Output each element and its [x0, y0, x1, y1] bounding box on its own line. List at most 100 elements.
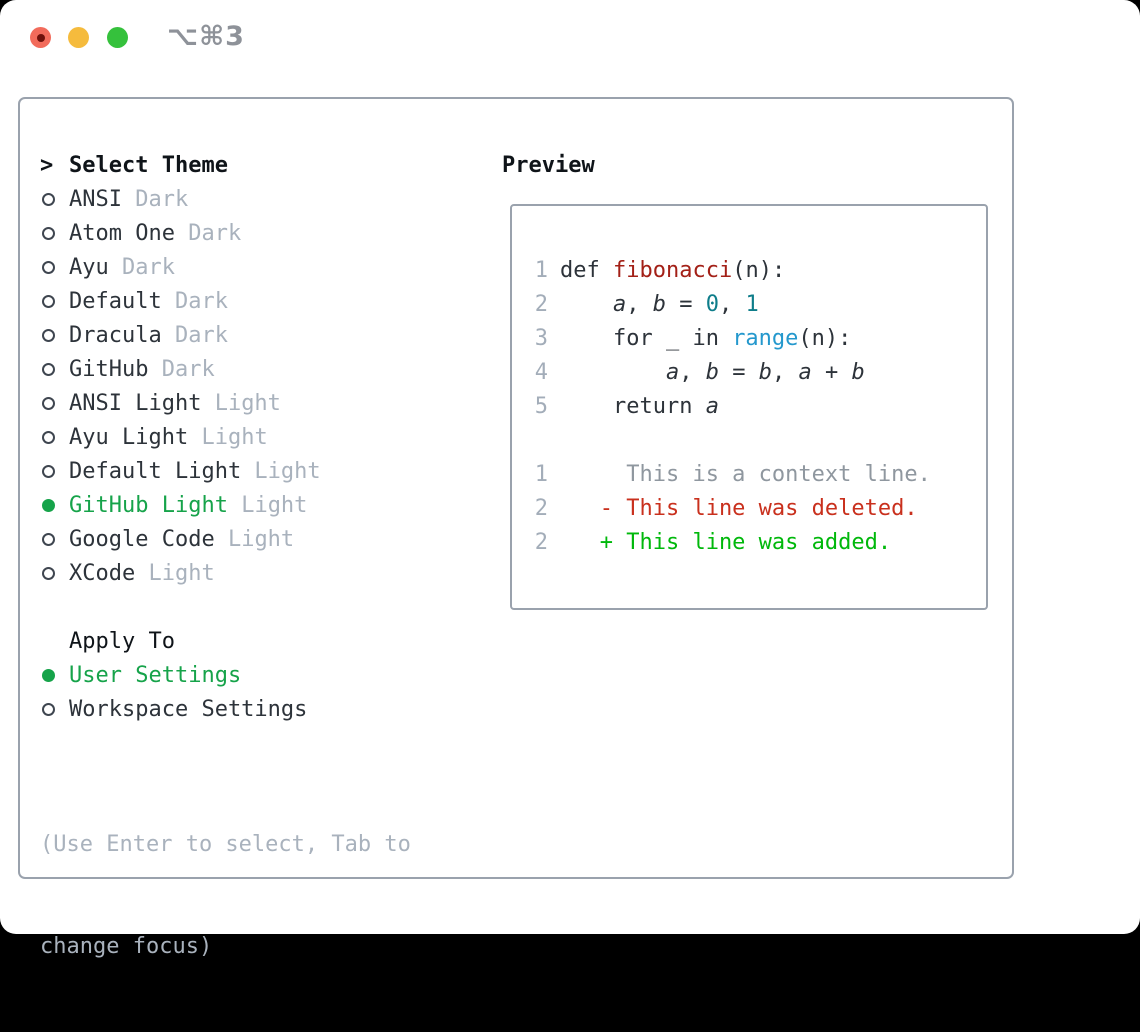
radio-unselected-icon[interactable] — [42, 702, 55, 716]
radio-unselected-icon[interactable] — [42, 328, 55, 342]
picker-header-row: > Select Theme — [40, 148, 411, 182]
code-token-var: a — [612, 291, 627, 317]
theme-item-variant-tag: Dark — [161, 322, 228, 348]
code-token-var: a — [705, 393, 719, 419]
theme-item-label: ANSI Light — [69, 390, 202, 416]
radio-selected-icon[interactable] — [42, 498, 55, 512]
spacer — [40, 590, 411, 624]
line-number: 1 — [534, 461, 548, 487]
maximize-button[interactable] — [107, 27, 128, 48]
radio-unselected-icon[interactable] — [42, 260, 55, 274]
code-token-var: a — [665, 359, 680, 385]
code-token-var: b — [652, 291, 666, 317]
theme-item-variant-tag: Dark — [174, 220, 242, 246]
code-line: 5 return a — [534, 389, 986, 423]
radio-unselected-icon[interactable] — [42, 396, 55, 410]
code-token-fg: = — [665, 291, 706, 317]
code-token-fg: (n): — [732, 257, 786, 283]
line-number: 2 — [534, 291, 548, 317]
line-number: 4 — [534, 359, 548, 385]
apply-to-title: Apply To — [69, 628, 175, 654]
theme-item-variant-tag: Dark — [108, 254, 175, 280]
code-token-fg: for _ in — [560, 325, 733, 351]
radio-selected-icon[interactable] — [42, 668, 55, 682]
theme-item-label: Google Code — [69, 526, 215, 552]
theme-item-label: Default Light — [69, 458, 242, 484]
code-token-fg: def — [560, 257, 613, 283]
code-token-fg: , — [771, 359, 799, 385]
theme-item[interactable]: GitHub Dark — [40, 352, 411, 386]
code-token-num: 1 — [745, 291, 759, 317]
code-token-call: range — [732, 325, 799, 351]
theme-item-label: GitHub — [69, 356, 149, 382]
theme-item[interactable]: ANSI Dark — [40, 182, 411, 216]
line-number: 3 — [534, 325, 548, 351]
apply-to-option-label: Workspace Settings — [69, 696, 308, 722]
minimize-button[interactable] — [68, 27, 89, 48]
theme-item-label: Ayu Light — [69, 424, 189, 450]
unsaved-changes-dot — [36, 33, 45, 42]
code-line: 2 + This line was added. — [534, 525, 986, 559]
theme-item[interactable]: Dracula Dark — [40, 318, 411, 352]
theme-item[interactable]: Default Dark — [40, 284, 411, 318]
theme-item-variant-tag: Dark — [121, 186, 189, 212]
code-line: 4 a, b = b, a + b — [534, 355, 986, 389]
code-line: 1 This is a context line. — [534, 457, 986, 491]
theme-item-label: Dracula — [69, 322, 162, 348]
code-token-ctx: This is a context line. — [560, 461, 931, 487]
theme-item[interactable]: ANSI Light Light — [40, 386, 411, 420]
theme-item-variant-tag: Light — [241, 458, 321, 484]
radio-unselected-icon[interactable] — [42, 362, 55, 376]
radio-unselected-icon[interactable] — [42, 294, 55, 308]
code-line: 3 for _ in range(n): — [534, 321, 986, 355]
radio-unselected-icon[interactable] — [42, 464, 55, 478]
theme-item-variant-tag: Dark — [161, 288, 228, 314]
code-token-fg: , — [718, 291, 746, 317]
code-token-var: a — [798, 359, 812, 385]
code-token-fg — [560, 360, 666, 385]
apply-to-option-label: User Settings — [69, 662, 242, 688]
hint-text: (Use Enter to select, Tab to change focu… — [40, 760, 411, 1032]
apply-to-header-row: Apply To — [40, 624, 411, 658]
radio-unselected-icon[interactable] — [42, 226, 55, 240]
theme-item[interactable]: Google Code Light — [40, 522, 411, 556]
code-token-add: + This line was added. — [560, 529, 892, 555]
code-line: 2 a, b = 0, 1 — [534, 287, 986, 321]
code-token-fg: return — [560, 393, 706, 419]
close-button[interactable] — [30, 27, 51, 48]
hint-line-2: change focus) — [40, 934, 213, 959]
prompt-caret: > — [40, 152, 54, 178]
theme-item-label: XCode — [69, 560, 136, 586]
theme-item[interactable]: Atom One Dark — [40, 216, 411, 250]
radio-unselected-icon[interactable] — [42, 566, 55, 580]
theme-item-label: Default — [69, 288, 162, 314]
picker-title: Select Theme — [69, 152, 228, 178]
theme-item[interactable]: Ayu Light Light — [40, 420, 411, 454]
preview-title: Preview — [502, 152, 595, 178]
hint-line-1: (Use Enter to select, Tab to — [40, 832, 411, 857]
theme-item[interactable]: GitHub Light Light — [40, 488, 411, 522]
code-token-func: fibonacci — [612, 257, 733, 283]
theme-item[interactable]: XCode Light — [40, 556, 411, 590]
code-line — [534, 423, 986, 457]
theme-item-label: ANSI — [69, 186, 122, 212]
theme-item-variant-tag: Dark — [148, 356, 215, 382]
theme-item[interactable]: Ayu Dark — [40, 250, 411, 284]
line-number: 5 — [534, 393, 548, 419]
radio-unselected-icon[interactable] — [42, 532, 55, 546]
code-token-fg — [560, 292, 613, 317]
apply-to-option[interactable]: Workspace Settings — [40, 692, 411, 726]
apply-to-option[interactable]: User Settings — [40, 658, 411, 692]
line-number: 2 — [534, 495, 548, 521]
code-token-fg: , — [626, 291, 653, 317]
theme-item[interactable]: Default Light Light — [40, 454, 411, 488]
radio-unselected-icon[interactable] — [42, 192, 55, 206]
code-token-fg: = — [718, 359, 759, 385]
code-token-var: b — [851, 359, 865, 385]
radio-unselected-icon[interactable] — [42, 430, 55, 444]
